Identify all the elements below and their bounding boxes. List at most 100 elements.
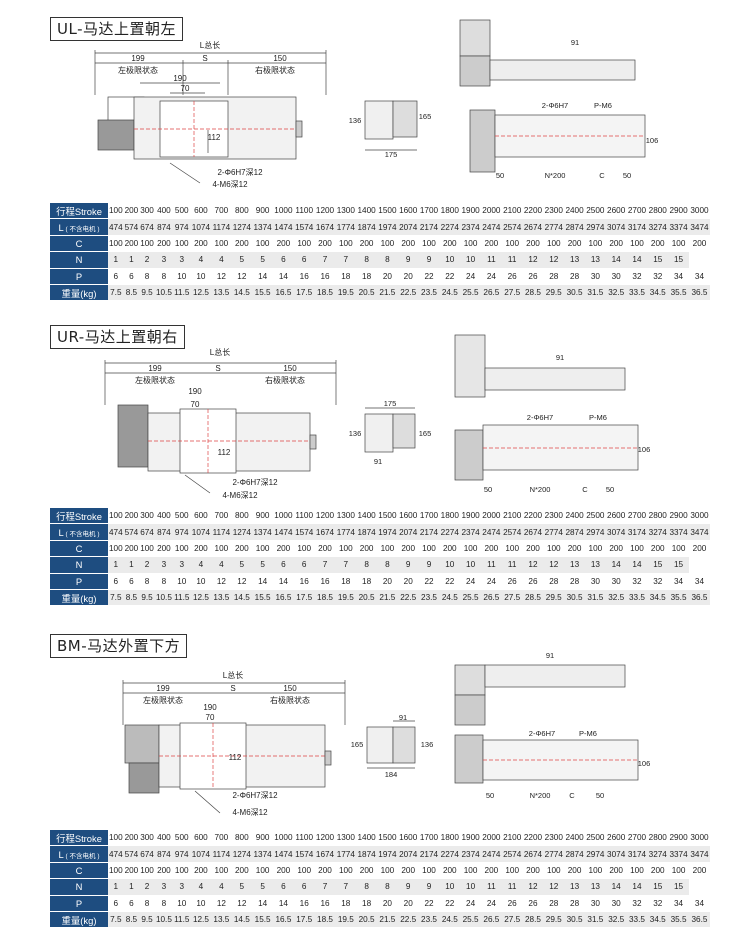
spec-cell: 474 [108,845,124,863]
spec-cell: 100 [139,235,155,253]
spec-cell: 2600 [605,830,627,847]
spec-cell: 100 [460,862,481,880]
dim-112: 112 [208,133,221,142]
spec-cell: 600 [190,203,212,220]
spec-cell: 2000 [480,508,502,525]
spec-cell: 800 [231,203,253,220]
spec-cell: 200 [439,235,461,253]
spec-cell: 2374 [460,523,481,541]
spec-cell: 100 [108,830,124,847]
spec-cell: 2274 [439,218,461,236]
spec-cell: 15 [668,251,689,269]
spec-cell: 5 [252,878,274,896]
spec-cell: 200 [647,235,669,253]
spec-cell: 2374 [460,845,481,863]
spec-cell: 11 [501,556,523,574]
spec-cell: 22 [418,268,440,285]
spec-cell: 15 [647,556,669,574]
spec-cell: 28 [543,895,565,912]
right-limit-label: 右极限状态 [255,65,295,75]
dim-c: C [582,485,588,494]
dim-190: 190 [203,703,217,712]
spec-row-header: 重量(kg) [50,911,108,929]
spec-cell: 400 [154,203,174,220]
spec-cell: 200 [522,862,544,880]
spec-cell: 9 [397,251,419,269]
spec-cell: 2574 [501,523,523,541]
spec-cell: 18 [356,268,377,285]
spec-cell: 11 [501,251,523,269]
spec-cell: 22 [418,573,440,590]
spec-cell: 13 [584,556,606,574]
dim-70: 70 [206,713,215,722]
spec-cell: 5 [231,251,253,269]
spec-cell: 2400 [564,508,585,525]
spec-cell: 4 [211,878,232,896]
spec-cell: 30.5 [564,284,585,302]
spec-cell: 32.5 [605,911,627,929]
side-dim-136: 136 [349,429,362,438]
spec-cell: 1500 [377,203,398,220]
spec-cell: 100 [418,862,440,880]
spec-cell: 24 [460,268,481,285]
spec-cell: 1774 [335,523,357,541]
spec-cell: 4 [190,556,212,574]
spec-cell: 200 [605,540,627,558]
spec-cell: 2200 [522,203,544,220]
spec-cell: 1700 [418,203,440,220]
spec-cell: 8 [154,895,174,912]
spec-cell: 2174 [418,845,440,863]
spec-cell: 2 [139,556,155,574]
dim-106: 106 [646,136,659,145]
front-view-drawing: L总长 199 S 150 左极限状态 右极限状态 190 70 112 2-Φ… [94,40,327,189]
spec-cell: 100 [173,540,191,558]
spec-cell: 6 [293,556,315,574]
spec-cell: 2500 [584,830,606,847]
dim-s: S [202,54,207,63]
spec-row-header: P [50,573,108,590]
spec-cell: 500 [173,830,191,847]
dim-150: 150 [283,364,297,373]
spec-cell: 2100 [501,508,523,525]
pin-label: 2-Φ6H7 [529,729,555,738]
spec-cell: 10 [460,556,481,574]
spec-cell: 2900 [668,203,689,220]
side-dim-175: 175 [385,150,398,159]
spec-cell: 1 [108,251,124,269]
spec-cell: 1274 [231,218,253,236]
spec-cell: 30.5 [564,911,585,929]
spec-cell: 100 [543,862,565,880]
spec-cell: 22.5 [397,284,419,302]
spec-cell: 27.5 [501,911,523,929]
spec-cell: 14 [605,878,627,896]
spec-cell: 33.5 [626,911,648,929]
spec-cell: 19.5 [335,284,357,302]
spec-cell: 11 [501,878,523,896]
spec-cell: 200 [688,235,710,253]
spec-cell: 1974 [377,845,398,863]
spec-cell: 2600 [605,508,627,525]
spec-cell: 30 [605,573,627,590]
dim-70: 70 [191,400,200,409]
spec-cell: 100 [460,540,481,558]
spec-cell: 2000 [480,830,502,847]
spec-cell: 100 [543,235,565,253]
spec-cell: 32 [626,268,648,285]
spec-cell: 974 [173,845,191,863]
spec-cell: 200 [688,862,710,880]
spec-cell: 474 [108,523,124,541]
spec-cell: 1674 [314,523,336,541]
spec-cell: 12.5 [190,284,212,302]
spec-cell: 2000 [480,203,502,220]
spec-cell: 17.5 [293,911,315,929]
spec-cell: 11.5 [173,284,191,302]
spec-cell: 874 [154,845,174,863]
spec-cell: 2774 [543,218,565,236]
dim-106: 106 [638,445,651,454]
spec-cell: 10.5 [154,284,174,302]
spec-cell: 13 [584,878,606,896]
spec-cell: 3174 [626,845,648,863]
spec-cell: 22 [439,895,461,912]
spec-cell: 34 [688,268,710,285]
